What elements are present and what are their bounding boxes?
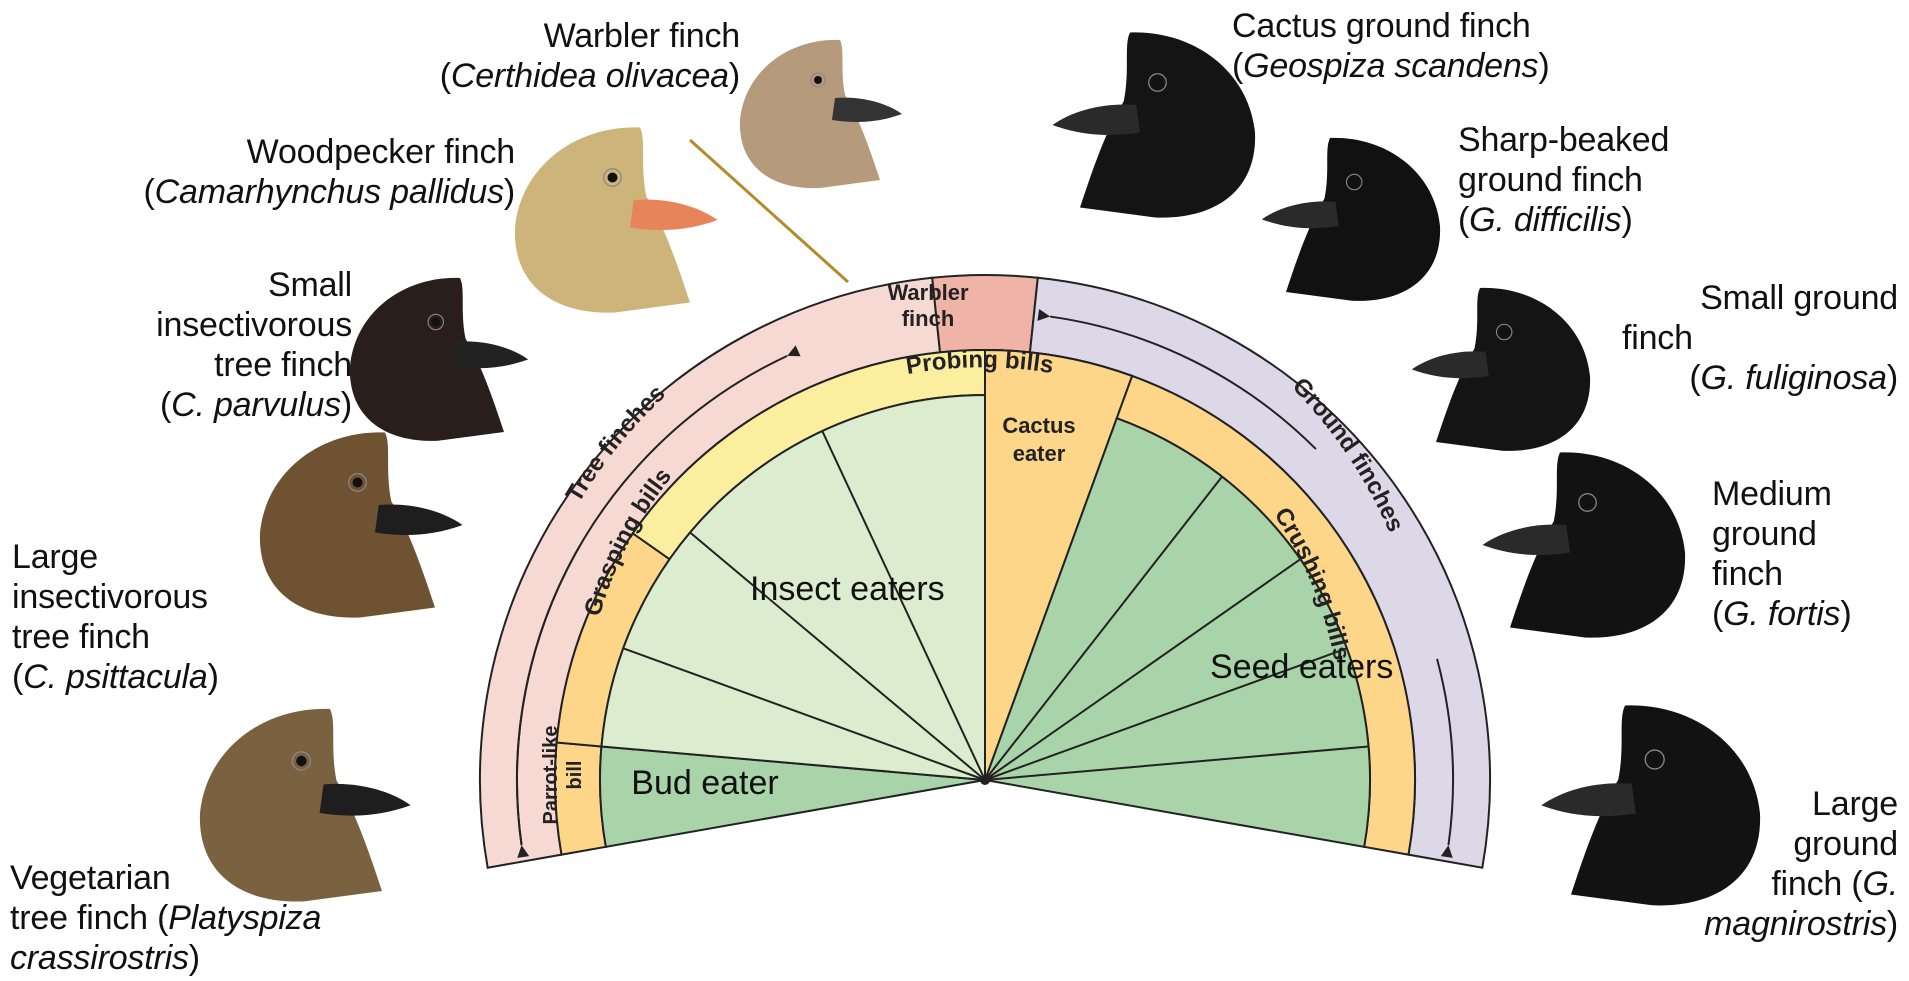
beak-shape	[1262, 201, 1339, 228]
common-name: Warbler finch	[300, 16, 740, 56]
center-point	[980, 775, 990, 785]
finch-head-small-ground	[1412, 288, 1590, 451]
beak-shape	[375, 505, 463, 535]
scientific-name-part: G.	[1863, 865, 1899, 903]
beak-shape	[1483, 525, 1571, 555]
eye	[814, 76, 822, 84]
scientific-name: C. parvulus	[171, 386, 341, 424]
svg-text:bill: bill	[564, 761, 586, 790]
eye	[353, 478, 363, 488]
group-label-warbler-1: Warbler	[887, 280, 969, 305]
diet-label-seed: Seed eaters	[1210, 648, 1393, 686]
beak-shape	[832, 98, 902, 122]
bill-label-cactus-1: Cactus	[1002, 413, 1075, 438]
scientific-name: Certhidea olivacea	[451, 57, 729, 95]
scientific-name: G. difficilis	[1469, 201, 1621, 239]
beak-shape	[1053, 105, 1141, 135]
scientific-name: magnirostris	[1704, 905, 1887, 943]
eye	[608, 173, 618, 183]
finch-head-sharp	[1262, 138, 1440, 301]
species-label-warbler: Warbler finch (Certhidea olivacea)	[300, 16, 740, 96]
finch-head-medium-ground	[1483, 452, 1686, 637]
eye	[296, 756, 306, 766]
finch-head-woodpecker	[515, 127, 718, 312]
finch-head-cactus	[1053, 32, 1256, 217]
eye	[1500, 328, 1509, 337]
eye	[1649, 754, 1660, 765]
beak-shape	[320, 784, 411, 816]
common-name: Woodpecker finch	[10, 132, 515, 172]
diet-label-insect: Insect eaters	[750, 570, 945, 608]
scientific-name-part: Platyspiza	[168, 899, 321, 937]
scientific-name: C. psittacula	[23, 658, 207, 696]
species-label-sharp-beaked: Sharp-beaked ground finch (G. difficilis…	[1458, 120, 1788, 240]
species-label-large-ground: Large ground finch (G. magnirostris)	[1620, 784, 1898, 944]
scientific-name: Camarhynchus pallidus	[155, 173, 504, 211]
ring-segment-parrot-bill	[555, 743, 606, 855]
species-label-small-ground: Small ground finch (G. fuliginosa)	[1580, 278, 1898, 398]
finch-head-warbler	[740, 40, 902, 188]
scientific-name: crassirostris	[10, 939, 189, 977]
finch-head-small-insect	[350, 278, 528, 441]
beak-shape	[630, 200, 718, 230]
scientific-name: G. fuliginosa	[1700, 359, 1886, 397]
beak-shape	[1412, 351, 1489, 378]
eye	[1350, 178, 1359, 187]
group-label-warbler-2: finch	[902, 306, 955, 331]
beak-shape	[451, 341, 528, 368]
bill-label-cactus-2: eater	[1013, 441, 1066, 466]
eye	[1153, 78, 1163, 88]
diet-label-bud: Bud eater	[631, 764, 778, 802]
scientific-name: G. fortis	[1723, 595, 1840, 633]
svg-text:Parrot-like: Parrot-like	[540, 726, 562, 825]
species-label-large-insectivorous: Large insectivorous tree finch (C. psitt…	[12, 537, 312, 697]
species-label-medium-ground: Medium ground finch (G. fortis)	[1712, 474, 1902, 634]
eye	[1583, 498, 1593, 508]
species-label-vegetarian: Vegetarian tree finch (Platyspiza crassi…	[10, 858, 450, 978]
species-label-small-insectivorous: Small insectivorous tree finch (C. parvu…	[40, 265, 352, 425]
eye	[431, 318, 440, 327]
species-label-cactus-ground: Cactus ground finch (Geospiza scandens)	[1232, 6, 1712, 86]
scientific-name: Geospiza scandens	[1243, 47, 1538, 85]
species-label-woodpecker: Woodpecker finch (Camarhynchus pallidus)	[10, 132, 515, 212]
